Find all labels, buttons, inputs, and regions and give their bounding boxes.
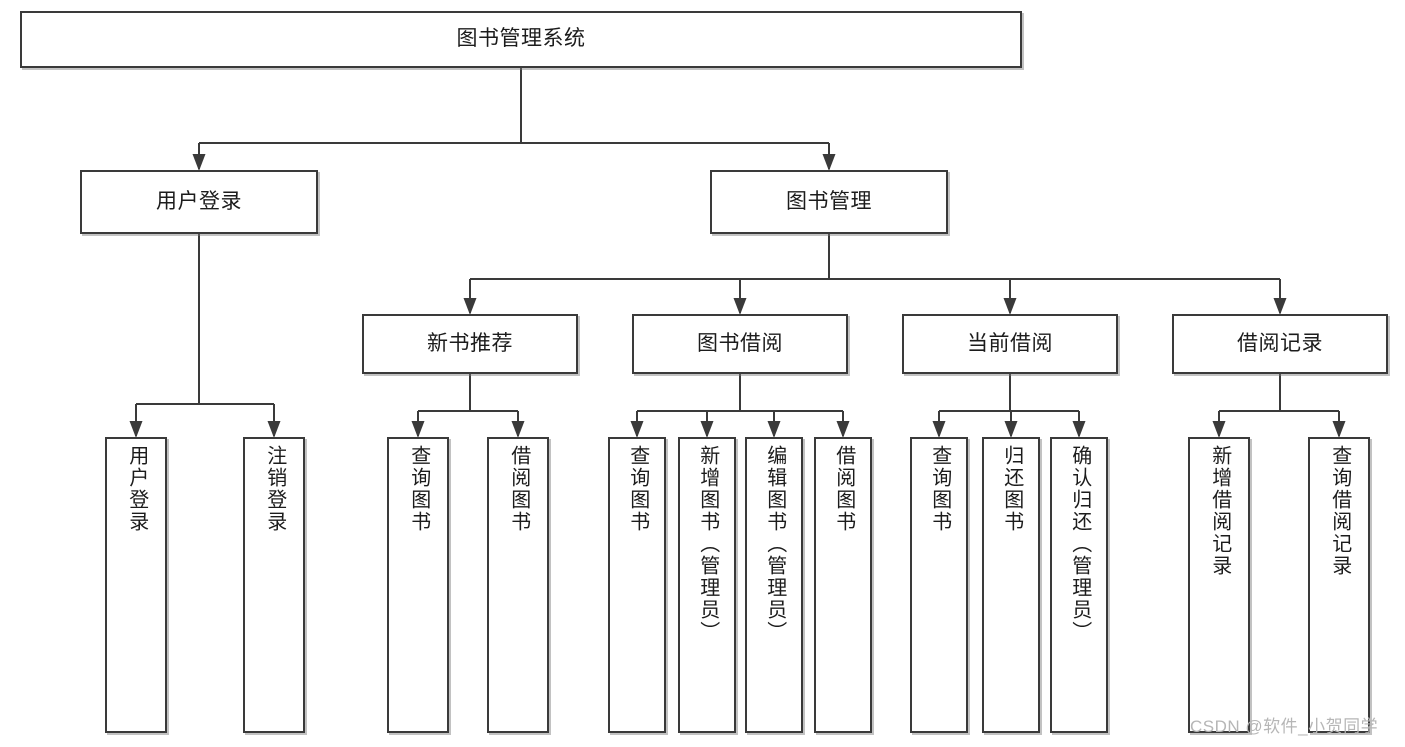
node-leaf-query-book-3[interactable]: 查询图书	[910, 437, 968, 733]
node-leaf-query-book-2[interactable]: 查询图书	[608, 437, 666, 733]
node-leaf-add-record-label: 新增借阅记录	[1208, 445, 1231, 577]
node-leaf-edit-book-label: 编辑图书（管理员）	[763, 445, 786, 643]
node-leaf-add-record[interactable]: 新增借阅记录	[1188, 437, 1250, 733]
node-borrow-record[interactable]: 借阅记录	[1172, 314, 1388, 374]
node-root-label: 图书管理系统	[456, 27, 586, 51]
node-leaf-user-login-label: 用户登录	[125, 445, 148, 533]
node-borrow-record-label: 借阅记录	[1237, 331, 1323, 355]
watermark: CSDN @软件_小贺同学	[1190, 717, 1379, 736]
node-book-manage[interactable]: 图书管理	[710, 170, 948, 234]
node-leaf-logout[interactable]: 注销登录	[243, 437, 305, 733]
node-user-login[interactable]: 用户登录	[80, 170, 318, 234]
node-book-borrow-label: 图书借阅	[697, 331, 783, 355]
node-leaf-query-book-3-label: 查询图书	[928, 445, 951, 533]
node-leaf-return-book-label: 归还图书	[1000, 445, 1023, 533]
node-leaf-logout-label: 注销登录	[263, 445, 286, 533]
node-leaf-query-book-2-label: 查询图书	[626, 445, 649, 533]
node-leaf-return-book[interactable]: 归还图书	[982, 437, 1040, 733]
node-new-book-recommend-label: 新书推荐	[427, 331, 513, 355]
node-leaf-query-record[interactable]: 查询借阅记录	[1308, 437, 1370, 733]
node-leaf-add-book[interactable]: 新增图书（管理员）	[678, 437, 736, 733]
node-user-login-label: 用户登录	[156, 189, 242, 213]
node-leaf-borrow-book-2[interactable]: 借阅图书	[814, 437, 872, 733]
node-leaf-query-book-1-label: 查询图书	[407, 445, 430, 533]
node-leaf-edit-book[interactable]: 编辑图书（管理员）	[745, 437, 803, 733]
node-current-borrow[interactable]: 当前借阅	[902, 314, 1118, 374]
node-root[interactable]: 图书管理系统	[20, 11, 1022, 68]
node-leaf-confirm-return-label: 确认归还（管理员）	[1068, 445, 1091, 643]
node-leaf-query-book-1[interactable]: 查询图书	[387, 437, 449, 733]
node-leaf-confirm-return[interactable]: 确认归还（管理员）	[1050, 437, 1108, 733]
node-current-borrow-label: 当前借阅	[967, 331, 1053, 355]
node-new-book-recommend[interactable]: 新书推荐	[362, 314, 578, 374]
node-leaf-add-book-label: 新增图书（管理员）	[696, 445, 719, 643]
node-book-borrow[interactable]: 图书借阅	[632, 314, 848, 374]
node-leaf-borrow-book-1-label: 借阅图书	[507, 445, 530, 533]
node-leaf-query-record-label: 查询借阅记录	[1328, 445, 1351, 577]
node-leaf-borrow-book-1[interactable]: 借阅图书	[487, 437, 549, 733]
node-book-manage-label: 图书管理	[786, 189, 872, 213]
node-leaf-borrow-book-2-label: 借阅图书	[832, 445, 855, 533]
node-leaf-user-login[interactable]: 用户登录	[105, 437, 167, 733]
